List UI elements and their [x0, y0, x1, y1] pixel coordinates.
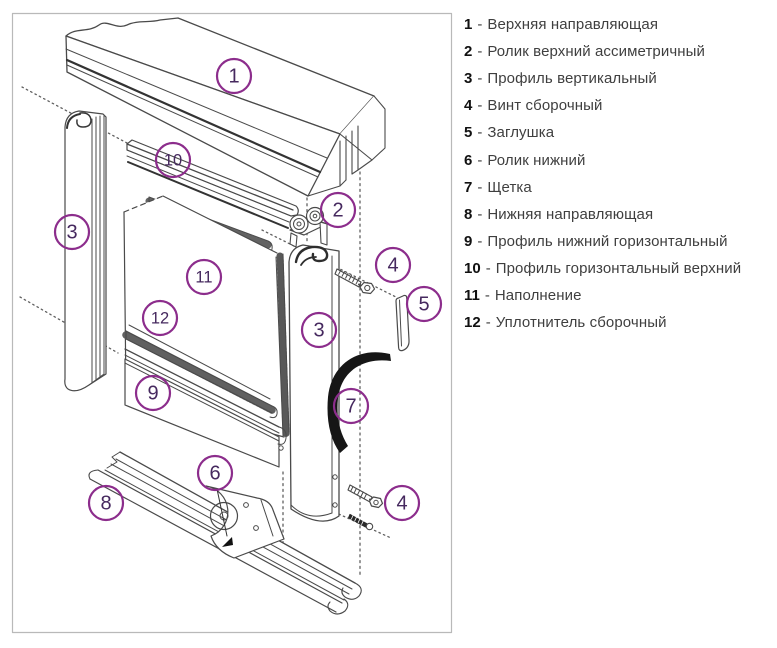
legend-separator: -: [485, 314, 491, 332]
legend-item-label: Щетка: [487, 178, 532, 196]
door-panel: [123, 195, 290, 438]
legend-separator: -: [485, 259, 491, 277]
callout-number-3: 3: [313, 320, 324, 342]
callout-circle-10: [154, 141, 192, 179]
callout-circle-3: [53, 213, 91, 251]
callout-number-3: 3: [66, 222, 77, 244]
callout-number-5: 5: [418, 294, 429, 316]
exploded-view-drawing: 1 10 2 3 4 11 5 12 3 9 7 6 8 4: [11, 12, 453, 634]
callout-circle-8: [87, 484, 125, 522]
legend-item: 6-Ролик нижний: [464, 146, 776, 173]
legend-item-number: 4: [464, 97, 473, 115]
callout-circle-12: [141, 299, 179, 337]
callout-circle-7: [332, 387, 370, 425]
end-cap: [395, 294, 410, 352]
legend-item-label: Профиль нижний горизонтальный: [487, 232, 728, 250]
legend-item-number: 1: [464, 16, 473, 34]
bottom-roller: [205, 485, 285, 559]
callout-number-4: 4: [387, 255, 398, 277]
callout-circle-9: [134, 374, 172, 412]
legend-item: 3-Профиль вертикальный: [464, 65, 776, 92]
callout-circle-1: [215, 57, 253, 95]
legend-item-label: Наполнение: [494, 286, 582, 304]
legend-item-label: Верхняя направляющая: [487, 16, 659, 34]
callout-number-12: 12: [151, 310, 169, 328]
callout-circle-4: [374, 246, 412, 284]
legend-item-label: Заглушка: [487, 124, 555, 142]
left-vertical-profile: [64, 110, 107, 392]
legend-item-label: Профиль горизонтальный верхний: [495, 259, 742, 277]
legend-item-label: Винт сборочный: [487, 97, 603, 115]
callout-circle-5: [405, 285, 443, 323]
legend-item-label: Нижняя направляющая: [487, 205, 654, 223]
legend-item: 2-Ролик верхний ассиметричный: [464, 38, 776, 65]
legend-item-number: 10: [464, 259, 481, 277]
legend-item-number: 3: [464, 70, 473, 88]
legend-item-number: 2: [464, 43, 473, 61]
legend-item: 4-Винт сборочный: [464, 92, 776, 119]
legend-separator: -: [477, 43, 483, 61]
callout-number-7: 7: [345, 396, 356, 418]
callout-number-1: 1: [228, 66, 239, 88]
legend-separator: -: [477, 205, 483, 223]
seal-strip: [122, 324, 278, 419]
legend-item-number: 12: [464, 314, 481, 332]
assembly-screws-bottom: [347, 484, 384, 531]
legend-item-number: 5: [464, 124, 473, 142]
legend-item-number: 9: [464, 232, 473, 250]
legend-separator: -: [477, 16, 483, 34]
legend-separator: -: [477, 232, 483, 250]
legend-item-label: Профиль вертикальный: [487, 70, 657, 88]
legend-item-number: 7: [464, 178, 473, 196]
pointer-arrow-icon: [222, 537, 233, 547]
legend-item: 11-Наполнение: [464, 282, 776, 309]
callout-number-8: 8: [100, 493, 111, 515]
legend-item-label: Ролик нижний: [487, 151, 586, 169]
assembly-screw-top: [334, 268, 376, 295]
callout-circle-2: [319, 191, 357, 229]
legend-item: 8-Нижняя направляющая: [464, 201, 776, 228]
callout-circle-4: [383, 484, 421, 522]
legend-item-label: Уплотнитель сборочный: [495, 314, 667, 332]
legend-item-number: 8: [464, 205, 473, 223]
callout-number-6: 6: [209, 463, 220, 485]
callout-number-11: 11: [195, 269, 212, 287]
callout-circle-6: [196, 454, 234, 492]
legend-separator: -: [477, 97, 483, 115]
callout-number-9: 9: [147, 383, 158, 405]
bottom-horizontal-profile: [124, 348, 287, 468]
legend-item: 5-Заглушка: [464, 119, 776, 146]
legend-separator: -: [477, 151, 483, 169]
legend-item: 10-Профиль горизонтальный верхний: [464, 255, 776, 282]
legend-item: 1-Верхняя направляющая: [464, 11, 776, 38]
callout-number-2: 2: [332, 200, 343, 222]
legend-separator: -: [477, 124, 483, 142]
top-rail: [65, 17, 386, 197]
legend-separator: -: [477, 70, 483, 88]
callouts: 1 10 2 3 4 11 5 12 3 9 7 6 8 4: [53, 57, 443, 522]
callout-circle-11: [185, 258, 223, 296]
legend-item-number: 11: [464, 286, 480, 304]
legend-separator: -: [477, 178, 483, 196]
brush-strip: [327, 352, 391, 453]
callout-number-4: 4: [396, 493, 407, 515]
legend-item: 7-Щетка: [464, 174, 776, 201]
legend-item-number: 6: [464, 151, 473, 169]
legend-item-label: Ролик верхний ассиметричный: [487, 43, 706, 61]
callout-number-10: 10: [164, 152, 182, 170]
callout-circle-3: [300, 311, 338, 349]
legend-item: 9-Профиль нижний горизонтальный: [464, 228, 776, 255]
legend-separator: -: [484, 286, 490, 304]
top-roller: [289, 206, 328, 248]
drawing-border: [11, 12, 453, 634]
legend-item: 12-Уплотнитель сборочный: [464, 309, 776, 336]
